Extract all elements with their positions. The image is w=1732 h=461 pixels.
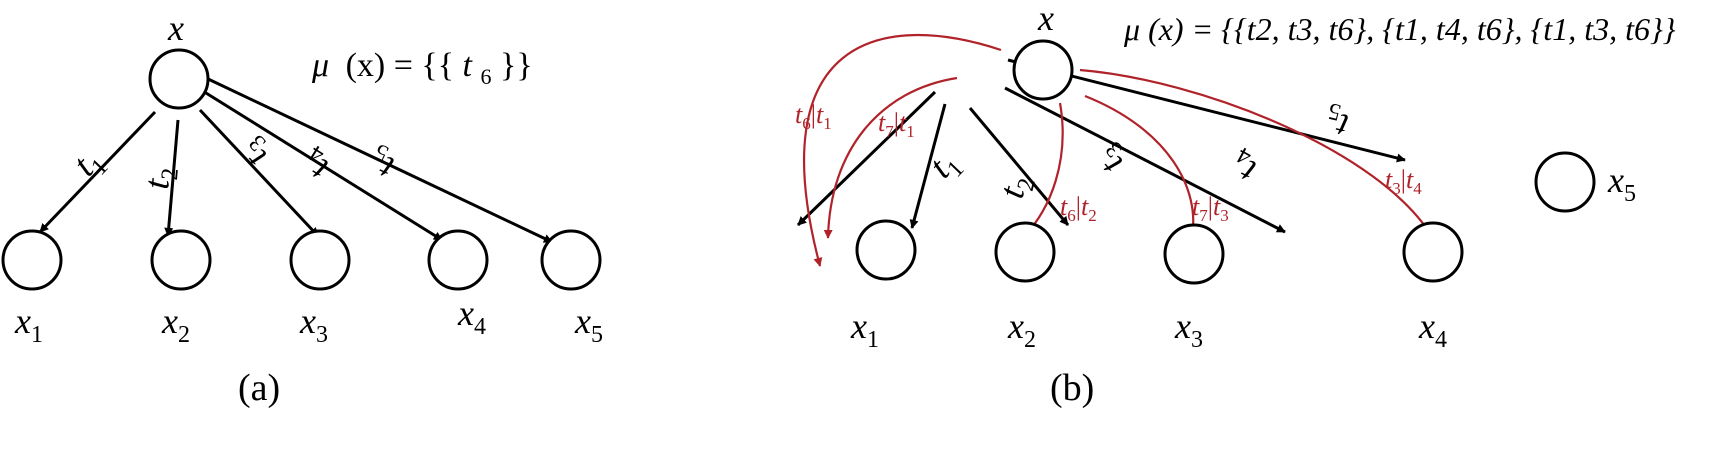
label-b-x3: x3: [1174, 306, 1203, 353]
mu-sub: 6: [481, 64, 492, 89]
node-a-root-label: x: [167, 8, 184, 48]
panel-b-edge-labels: t1 t2 t3 t4 t5: [921, 97, 1352, 203]
mu-arg: (x) = {{: [346, 47, 454, 84]
label-a-x1: x1: [14, 301, 43, 348]
edge-a-x-x1: [38, 110, 157, 234]
node-a-x5: [540, 229, 602, 291]
node-b-x4: [1402, 221, 1464, 283]
edge-b-x-x2: [909, 103, 947, 229]
edge-a-x-x5: [205, 76, 553, 244]
node-a-x2: [150, 229, 212, 291]
panel-a-edges: [38, 76, 553, 244]
edge-b-x-x3: [968, 107, 1070, 226]
mu-symbol: μ: [311, 47, 329, 84]
panel-a-child-labels: x1 x2 x3 x4 x5: [14, 293, 603, 348]
panel-a: x μ (x) = {{ t 6 }} x1 x2 x3 x4 x5 t1 t2…: [1, 8, 603, 409]
edge-a-x-x4: [205, 91, 443, 242]
edge-a-x-x3: [198, 108, 320, 238]
edge-b-x-x1: [796, 90, 937, 227]
panel-b-child-labels: x1 x2 x3 x4 x5: [850, 160, 1636, 353]
label-a-x5: x5: [574, 301, 603, 348]
mu-t: t: [463, 47, 474, 84]
label-b-x5: x5: [1607, 160, 1636, 207]
label-a-x4: x4: [457, 293, 486, 340]
node-b-x1: [855, 219, 917, 281]
panel-b-edges: [796, 58, 1406, 234]
red-label-t7-t3: t7|t3: [1192, 192, 1229, 225]
mu-close: }}: [500, 47, 533, 84]
label-b-x1: x1: [850, 306, 879, 353]
panel-b: x μ (x) = {{t2, t3, t6}, {t1, t4, t6}, {…: [795, 0, 1676, 409]
red-edge-t6-t2: [1024, 102, 1064, 236]
node-b-root: [1012, 39, 1074, 101]
red-label-t7-t1: t7|t1: [878, 108, 915, 141]
edge-label-a-t2: t2: [136, 165, 184, 191]
node-b-x3: [1163, 223, 1225, 285]
label-a-x2: x2: [161, 301, 190, 348]
node-b-x5: [1534, 151, 1596, 213]
edge-label-a-t4: t4: [294, 139, 337, 190]
edge-label-b-t2: t2: [991, 171, 1041, 203]
caption-a: (a): [238, 367, 280, 409]
node-a-x4: [427, 229, 489, 291]
node-a-x3: [289, 229, 351, 291]
panel-b-mu-formula: μ (x) = {{t2, t3, t6}, {t1, t4, t6}, {t1…: [1123, 11, 1676, 47]
red-edge-t3-t4: [1079, 68, 1434, 239]
edge-label-a-t5: t5: [363, 138, 402, 189]
edge-b-x-x4: [1004, 86, 1286, 234]
panel-b-red-labels: t6|t1 t7|t1 t6|t2 t7|t3 t3|t4: [795, 100, 1422, 225]
red-label-t6-t2: t6|t2: [1060, 192, 1097, 225]
edge-label-b-t1: t1: [921, 142, 969, 190]
red-edge-t6-t1: [802, 34, 1002, 267]
caption-b: (b): [1050, 367, 1094, 409]
red-edge-t7-t3: [1084, 94, 1198, 237]
red-label-t3-t4: t3|t4: [1385, 165, 1422, 198]
node-a-x1: [1, 229, 63, 291]
edge-a-x-x2: [164, 119, 180, 237]
node-a-root: [148, 48, 210, 110]
label-a-x3: x3: [299, 301, 328, 348]
label-b-x4: x4: [1418, 306, 1447, 353]
panel-a-mu-formula: μ (x) = {{ t 6 }}: [311, 47, 533, 92]
red-label-t6-t1: t6|t1: [795, 100, 832, 133]
edge-b-x-x5: [1007, 58, 1406, 163]
node-b-root-label: x: [1037, 0, 1054, 38]
panel-b-nodes: [855, 39, 1596, 285]
edge-label-b-t4: t4: [1224, 141, 1265, 192]
label-b-x2: x2: [1007, 306, 1036, 353]
panel-a-nodes: [1, 48, 602, 291]
red-edge-t7-t1: [823, 76, 958, 239]
node-b-x2: [994, 221, 1056, 283]
